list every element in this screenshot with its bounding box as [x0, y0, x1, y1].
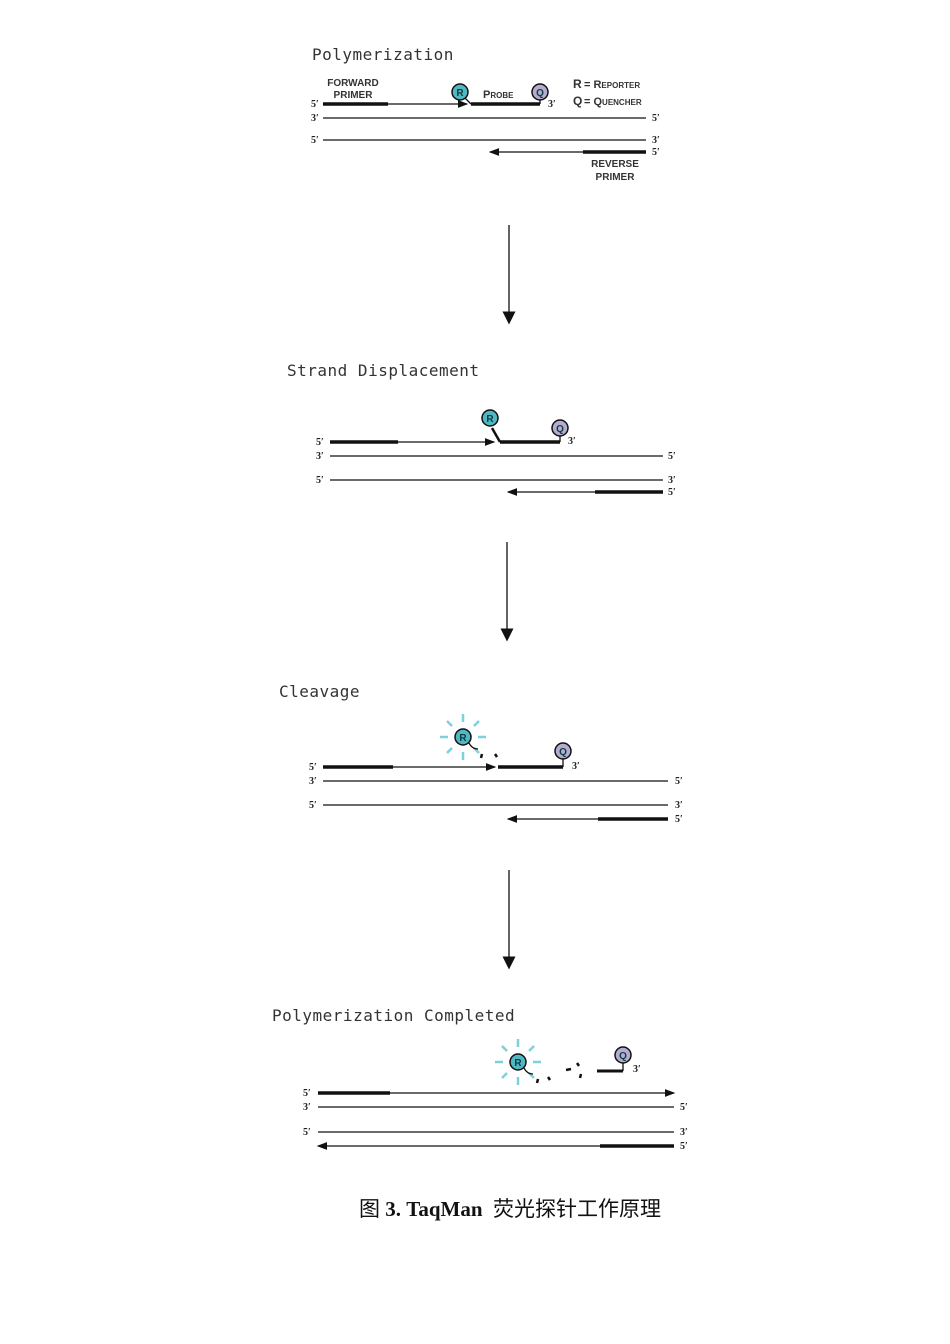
probe-fragment [479, 753, 484, 759]
strand-end-label: 5′ [675, 776, 683, 787]
reporter-tail [523, 1067, 534, 1075]
strand-end-label: 3′ [311, 113, 319, 124]
reporter-dye [509, 1053, 527, 1071]
reverse-primer-label: REVERSE [591, 159, 639, 170]
strand-end-label: 5′ [303, 1088, 311, 1099]
legend-quencher: = Quencher [584, 96, 642, 108]
caption-figure-number: 3. TaqMan [385, 1197, 483, 1221]
strand-end-label: 3′ [652, 135, 660, 146]
panel-polymerization: Polymerization FORWARD PRIMER 5′ R Q Pro… [311, 45, 660, 183]
reporter-dye [451, 83, 469, 101]
forward-primer-label: PRIMER [334, 90, 374, 101]
probe-fragments [535, 1062, 583, 1084]
strand-end-label: 3′ [309, 776, 317, 787]
panel-title: Polymerization Completed [272, 1006, 515, 1025]
reporter-dye [454, 728, 472, 746]
figure-caption: 图 3. TaqMan 荧光探针工作原理 [0, 1193, 950, 1223]
probe-linker [464, 97, 472, 105]
reporter-letter: R [459, 733, 467, 744]
strand-end-label: 3′ [633, 1064, 641, 1075]
strand-end-label: 5′ [316, 437, 324, 448]
quencher-letter: Q [536, 88, 544, 99]
strand-end-label: 5′ [680, 1141, 688, 1152]
caption-text: 荧光探针工作原理 [482, 1197, 661, 1221]
legend-reporter: = Reporter [584, 79, 640, 91]
quencher-letter: Q [556, 424, 564, 435]
panel-title: Polymerization [312, 45, 454, 64]
forward-primer-label: FORWARD [327, 78, 378, 89]
panel-title: Strand Displacement [287, 361, 480, 380]
legend-reporter-key: R [573, 77, 582, 91]
strand-end-label: 5′ [680, 1102, 688, 1113]
reporter-tail [468, 742, 479, 750]
strand-end-label: 5′ [668, 451, 676, 462]
reporter-letter: R [456, 88, 464, 99]
strand-end-label: 3′ [316, 451, 324, 462]
probe-label: Probe [483, 89, 514, 101]
reporter-letter: R [514, 1058, 522, 1069]
quencher-letter: Q [619, 1051, 627, 1062]
strand-end-label: 3′ [548, 99, 556, 110]
strand-end-label: 5′ [309, 800, 317, 811]
quencher-dye [551, 419, 569, 437]
panel-cleavage: Cleavage R 5′ Q 3′ 3′ 5′ 5′ 3′ 5′ [279, 682, 683, 825]
strand-end-label: 3′ [675, 800, 683, 811]
quencher-dye [531, 83, 549, 101]
strand-end-label: 5′ [303, 1127, 311, 1138]
quencher-dye [614, 1046, 632, 1064]
strand-end-label: 3′ [680, 1127, 688, 1138]
panel-strand-displacement: Strand Displacement 5′ R Q 3′ 3′ 5′ 5′ 3… [287, 361, 676, 498]
caption-prefix: 图 [358, 1197, 386, 1221]
quencher-letter: Q [559, 747, 567, 758]
strand-end-label: 5′ [652, 113, 660, 124]
probe-fragment [493, 753, 499, 758]
quencher-dye [554, 742, 572, 760]
reverse-primer-label: PRIMER [596, 172, 636, 183]
reporter-letter: R [486, 414, 494, 425]
panel-polymerization-completed: Polymerization Completed R Q 3′ 5′ 3′ 5′… [272, 1006, 688, 1152]
fluorescence-glow [440, 714, 486, 760]
displaced-probe-end [490, 427, 502, 443]
strand-end-label: 5′ [316, 475, 324, 486]
reporter-dye [481, 409, 499, 427]
strand-end-label: 3′ [568, 436, 576, 447]
strand-end-label: 5′ [652, 147, 660, 158]
strand-end-label: 3′ [572, 761, 580, 772]
strand-end-label: 5′ [309, 762, 317, 773]
strand-end-label: 3′ [668, 475, 676, 486]
strand-end-label: 5′ [311, 135, 319, 146]
strand-end-label: 5′ [668, 487, 676, 498]
strand-end-label: 3′ [303, 1102, 311, 1113]
legend-quencher-key: Q [573, 94, 582, 108]
panel-title: Cleavage [279, 682, 360, 701]
strand-end-label: 5′ [311, 99, 319, 110]
strand-end-label: 5′ [675, 814, 683, 825]
